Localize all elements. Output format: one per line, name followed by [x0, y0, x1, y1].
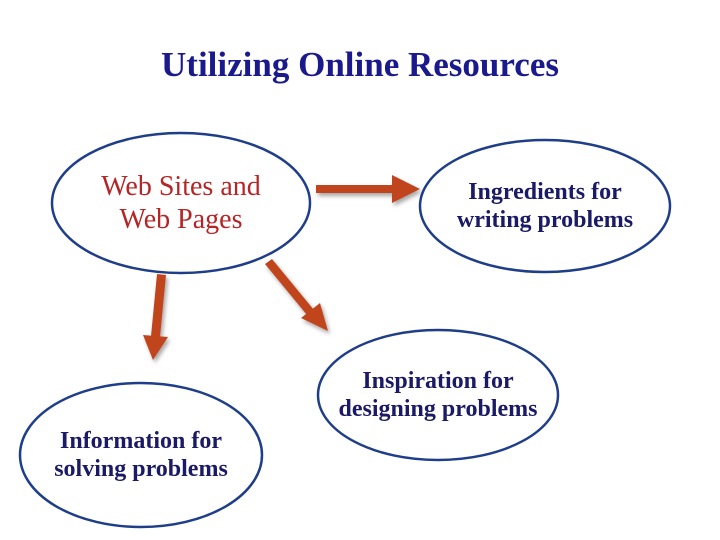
- ingredients-label: Ingredients for writing problems: [456, 178, 634, 233]
- web-sites-label: Web Sites and Web Pages: [101, 170, 261, 235]
- page-title: Utilizing Online Resources: [161, 45, 559, 84]
- information-node: Information for solving problems: [20, 383, 262, 527]
- arrow-down: [143, 274, 168, 360]
- inspiration-label: Inspiration for designing problems: [338, 367, 538, 422]
- ingredients-ellipse: [418, 138, 672, 274]
- inspiration-node: Inspiration for designing problems: [318, 330, 558, 460]
- arrow-diagonal: [265, 259, 328, 331]
- information-label: Information for solving problems: [54, 427, 228, 482]
- inspiration-ellipse: [316, 328, 560, 462]
- information-ellipse: [18, 381, 264, 529]
- web-sites-node: Web Sites and Web Pages: [52, 133, 310, 273]
- arrow-right: [316, 175, 420, 203]
- web-sites-ellipse: [50, 131, 312, 275]
- ingredients-node: Ingredients for writing problems: [420, 140, 670, 272]
